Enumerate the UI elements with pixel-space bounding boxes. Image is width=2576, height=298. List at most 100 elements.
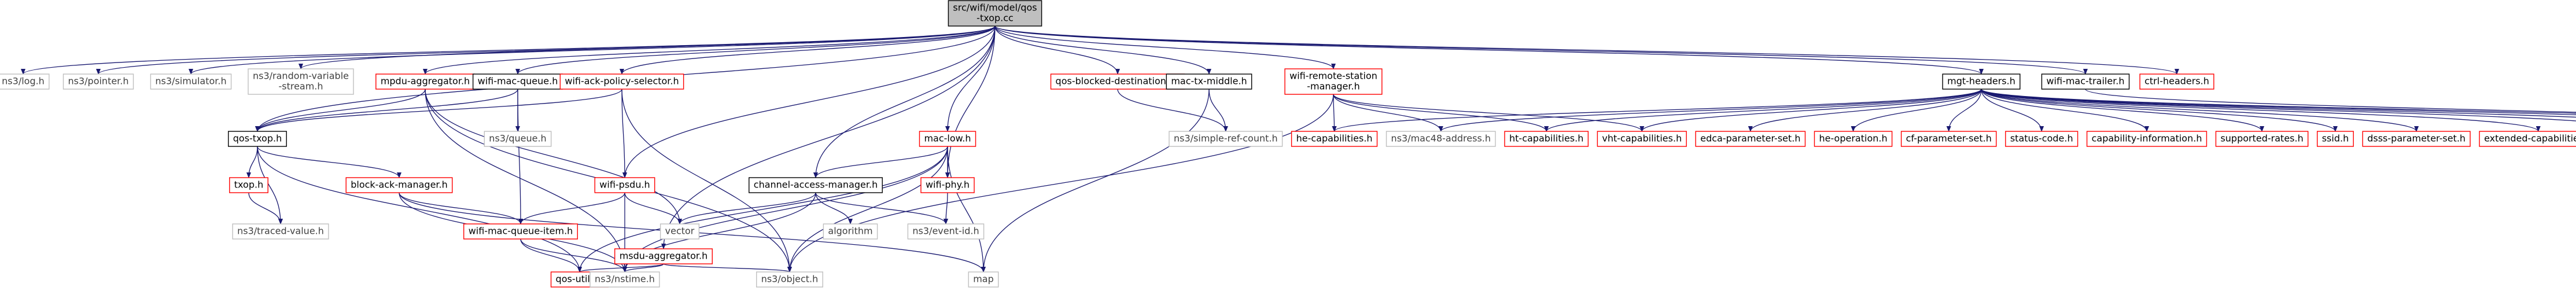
node-qosblocked[interactable]: qos-blocked-destinations.h (1050, 73, 1185, 90)
node-wmqi[interactable]: wifi-mac-queue-item.h (463, 223, 578, 240)
node-vhtcap[interactable]: vht-capabilities.h (1597, 131, 1687, 147)
node-label: edca-parameter-set.h (1700, 133, 1800, 144)
node-box (463, 223, 578, 240)
edge-mgt-to-heop (1851, 89, 1982, 132)
node-htcap[interactable]: ht-capabilities.h (1504, 131, 1589, 147)
node-box (232, 223, 329, 240)
node-label: wifi-psdu.h (599, 179, 650, 190)
node-label: supported-rates.h (2220, 133, 2303, 144)
edge-root-to-wpsdu (622, 25, 996, 178)
node-mactxmiddle[interactable]: mac-tx-middle.h (1166, 73, 1252, 90)
edge-bam-to-wmqi (399, 192, 523, 225)
node-mpduagg[interactable]: mpdu-aggregator.h (375, 73, 475, 90)
node-label: -txop.cc (976, 13, 1014, 24)
node-capinfo[interactable]: capability-information.h (2086, 131, 2208, 147)
node-box (1504, 131, 1589, 147)
node-suprates[interactable]: supported-rates.h (2215, 131, 2309, 147)
node-label: qos-txop.h (233, 133, 282, 144)
edge-mactxmiddle-to-simplerefcount (1208, 89, 1228, 132)
edge-mactxmiddle-to-map (981, 89, 1210, 273)
node-vector: vector (659, 223, 700, 240)
edge-root-to-wrsm (994, 25, 1336, 69)
node-label: vht-capabilities.h (1602, 133, 1682, 144)
node-box (920, 177, 975, 193)
node-bam[interactable]: block-ack-manager.h (345, 177, 453, 193)
node-qostxop[interactable]: qos-txop.h (228, 131, 287, 147)
edge-root-to-mgt (994, 25, 1984, 75)
edge-mpduagg-to-nstime (425, 89, 627, 273)
node-wphy[interactable]: wifi-phy.h (920, 177, 975, 193)
node-hecap[interactable]: he-capabilities.h (1291, 131, 1378, 147)
node-label: ns3/event-id.h (912, 226, 979, 237)
edge-root-to-simulator (189, 25, 996, 75)
edge-maclow-to-qosutils (577, 146, 948, 273)
edge-root-to-qosblocked (994, 25, 1120, 75)
node-dsss[interactable]: dsss-parameter-set.h (2362, 131, 2471, 147)
node-label: mpdu-aggregator.h (381, 76, 470, 87)
node-box (248, 68, 354, 95)
node-label: he-capabilities.h (1296, 133, 1373, 144)
node-label: block-ack-manager.h (351, 179, 448, 190)
node-box (229, 177, 268, 193)
edge-msduagg-to-nstime (622, 263, 664, 273)
node-label: ns3/simple-ref-count.h (1174, 133, 1278, 144)
edge-mgt-to-erp (1981, 89, 2576, 115)
node-box (589, 271, 660, 288)
node-box (375, 73, 475, 90)
node-box (2005, 131, 2079, 147)
node-msduagg[interactable]: msdu-aggregator.h (614, 248, 713, 264)
node-box (1814, 131, 1893, 147)
edge-mgt-to-capinfo (1981, 89, 2149, 132)
node-box (2086, 131, 2208, 147)
node-wpsdu[interactable]: wifi-psdu.h (594, 177, 655, 193)
edge-root-to-random (298, 25, 996, 69)
edge-mgt-to-extcap (1981, 89, 2541, 132)
node-box (2139, 73, 2214, 90)
edge-maclow-to-object (787, 146, 948, 273)
node-box (0, 73, 50, 90)
node-box (823, 223, 878, 240)
node-label: mac-tx-middle.h (1171, 76, 1247, 87)
edge-qostxop-to-traced (257, 146, 283, 225)
node-root[interactable]: src/wifi/model/qos-txop.cc (948, 0, 1042, 27)
edge-root-to-wack (620, 25, 996, 75)
node-wmtrailer[interactable]: wifi-mac-trailer.h (2041, 73, 2130, 90)
node-cam[interactable]: channel-access-manager.h (749, 177, 883, 193)
edge-mgt-to-mac48 (1439, 89, 1982, 132)
node-label: -stream.h (278, 81, 323, 92)
edge-mgt-to-htop (1981, 89, 2576, 122)
node-box (1166, 73, 1252, 90)
edge-wmqi-to-nstime (520, 238, 627, 273)
node-box (1291, 131, 1378, 147)
node-maclow[interactable]: mac-low.h (919, 131, 976, 147)
edge-maclow-to-cam (813, 146, 948, 178)
node-status[interactable]: status-code.h (2005, 131, 2079, 147)
node-heop[interactable]: he-operation.h (1814, 131, 1893, 147)
edge-maclow-to-map (947, 146, 986, 273)
node-wmq[interactable]: wifi-mac-queue.h (472, 73, 563, 90)
node-mgt[interactable]: mgt-headers.h (1942, 73, 2021, 90)
node-box (2317, 131, 2354, 147)
node-ctrl[interactable]: ctrl-headers.h (2139, 73, 2214, 90)
node-label: src/wifi/model/qos (953, 2, 1037, 13)
node-nstime: ns3/nstime.h (589, 271, 660, 288)
edge-qostxop-to-bam (257, 146, 401, 178)
edge-mgt-to-trailer (1981, 89, 2576, 114)
node-map: map (968, 271, 999, 288)
node-label: ssid.h (2322, 133, 2349, 144)
edge-wmqi-to-qosutils (520, 238, 582, 273)
node-ssid[interactable]: ssid.h (2317, 131, 2354, 147)
node-wack[interactable]: wifi-ack-policy-selector.h (559, 73, 684, 90)
node-box (228, 131, 287, 147)
node-extcap[interactable]: extended-capabilities.h (2479, 131, 2576, 147)
node-box (1900, 131, 1997, 147)
node-edca[interactable]: edca-parameter-set.h (1695, 131, 1806, 147)
node-cfparam[interactable]: cf-parameter-set.h (1900, 131, 1997, 147)
edge-root-to-ctrl (994, 25, 2179, 75)
node-txoph[interactable]: txop.h (229, 177, 268, 193)
node-label: he-operation.h (1819, 133, 1888, 144)
node-wrsm[interactable]: wifi-remote-station-manager.h (1284, 68, 1383, 95)
node-box (907, 223, 985, 240)
